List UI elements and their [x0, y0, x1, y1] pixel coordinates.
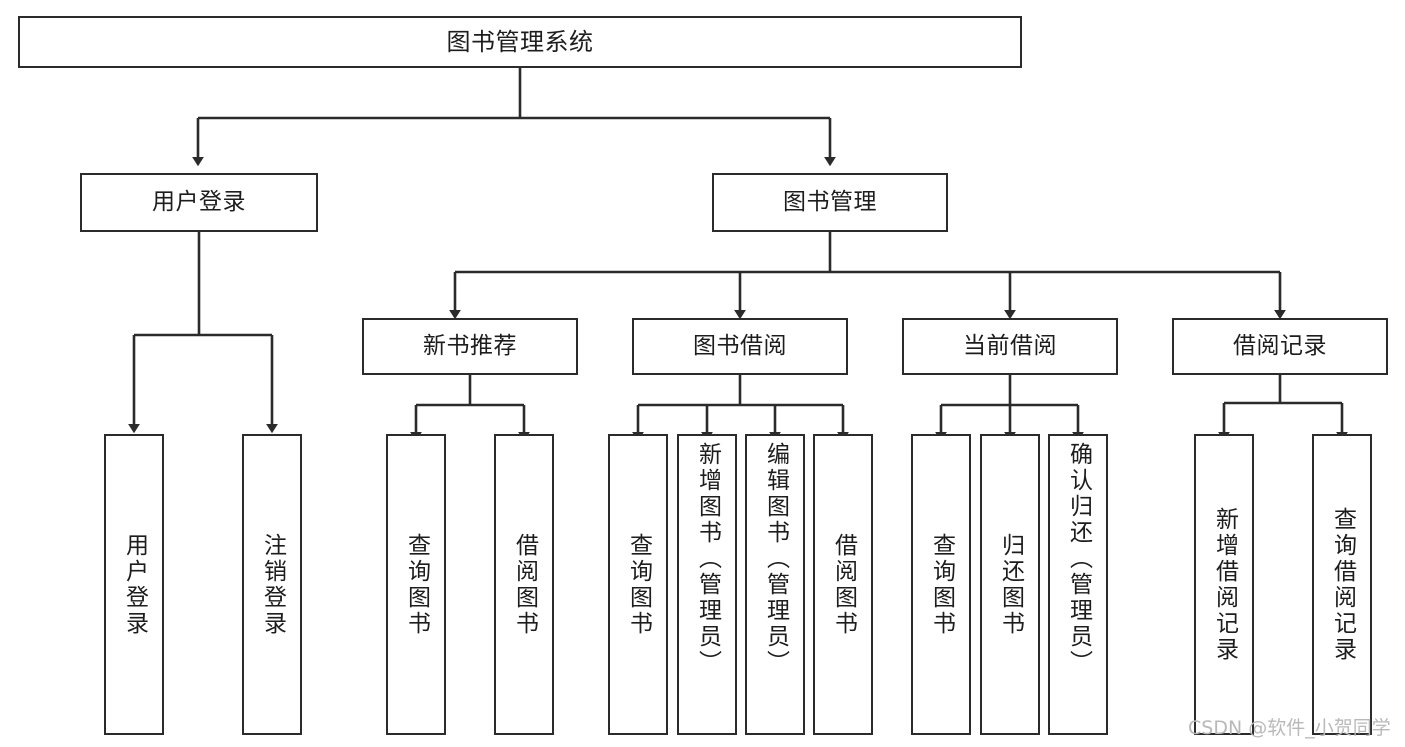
node-new-book-recommend-label: 新书推荐 [423, 332, 517, 359]
node-current-borrow[interactable]: 当前借阅 [902, 318, 1118, 375]
node-book-borrow-label: 图书借阅 [693, 332, 787, 359]
node-leaf-logout[interactable]: 注销登录 [242, 434, 302, 735]
node-book-borrow[interactable]: 图书借阅 [632, 318, 848, 375]
node-leaf-user-login[interactable]: 用户登录 [104, 434, 164, 735]
node-book-management-label: 图书管理 [783, 188, 877, 215]
node-root-label: 图书管理系统 [446, 27, 594, 56]
node-book-management[interactable]: 图书管理 [712, 173, 948, 232]
node-leaf-edit-book-label: 编辑图书（管理员） [762, 442, 789, 676]
node-leaf-query-record[interactable]: 查询借阅记录 [1312, 434, 1372, 735]
node-leaf-add-book[interactable]: 新增图书（管理员） [677, 434, 737, 735]
node-user-login[interactable]: 用户登录 [80, 173, 318, 232]
node-leaf-return-book[interactable]: 归还图书 [980, 434, 1040, 735]
node-leaf-query-book-3-label: 查询图书 [928, 532, 955, 637]
node-leaf-add-record-label: 新增借阅记录 [1211, 506, 1238, 663]
node-leaf-borrow-book-1-label: 借阅图书 [511, 532, 538, 637]
node-borrow-record-label: 借阅记录 [1233, 332, 1327, 359]
node-leaf-query-book-3[interactable]: 查询图书 [911, 434, 971, 735]
node-leaf-borrow-book-2-label: 借阅图书 [830, 532, 857, 637]
node-leaf-query-book-1[interactable]: 查询图书 [386, 434, 446, 735]
node-leaf-user-login-label: 用户登录 [121, 532, 148, 637]
node-current-borrow-label: 当前借阅 [963, 332, 1057, 359]
node-leaf-borrow-book-1[interactable]: 借阅图书 [494, 434, 554, 735]
node-leaf-return-book-label: 归还图书 [997, 532, 1024, 637]
node-root[interactable]: 图书管理系统 [18, 16, 1022, 68]
node-leaf-logout-label: 注销登录 [259, 532, 286, 637]
node-borrow-record[interactable]: 借阅记录 [1172, 318, 1388, 375]
node-leaf-borrow-book-2[interactable]: 借阅图书 [813, 434, 873, 735]
node-leaf-query-book-2[interactable]: 查询图书 [608, 434, 668, 735]
node-leaf-confirm-return[interactable]: 确认归还（管理员） [1048, 434, 1108, 735]
csdn-watermark: CSDN @软件_小贺同学 [1188, 717, 1391, 739]
node-leaf-query-book-1-label: 查询图书 [403, 532, 430, 637]
node-leaf-query-record-label: 查询借阅记录 [1329, 506, 1356, 663]
node-leaf-confirm-return-label: 确认归还（管理员） [1065, 442, 1092, 676]
node-new-book-recommend[interactable]: 新书推荐 [362, 318, 578, 375]
node-leaf-add-record[interactable]: 新增借阅记录 [1194, 434, 1254, 735]
node-leaf-add-book-label: 新增图书（管理员） [694, 442, 721, 676]
node-user-login-label: 用户登录 [152, 188, 246, 215]
node-leaf-edit-book[interactable]: 编辑图书（管理员） [745, 434, 805, 735]
node-leaf-query-book-2-label: 查询图书 [625, 532, 652, 637]
